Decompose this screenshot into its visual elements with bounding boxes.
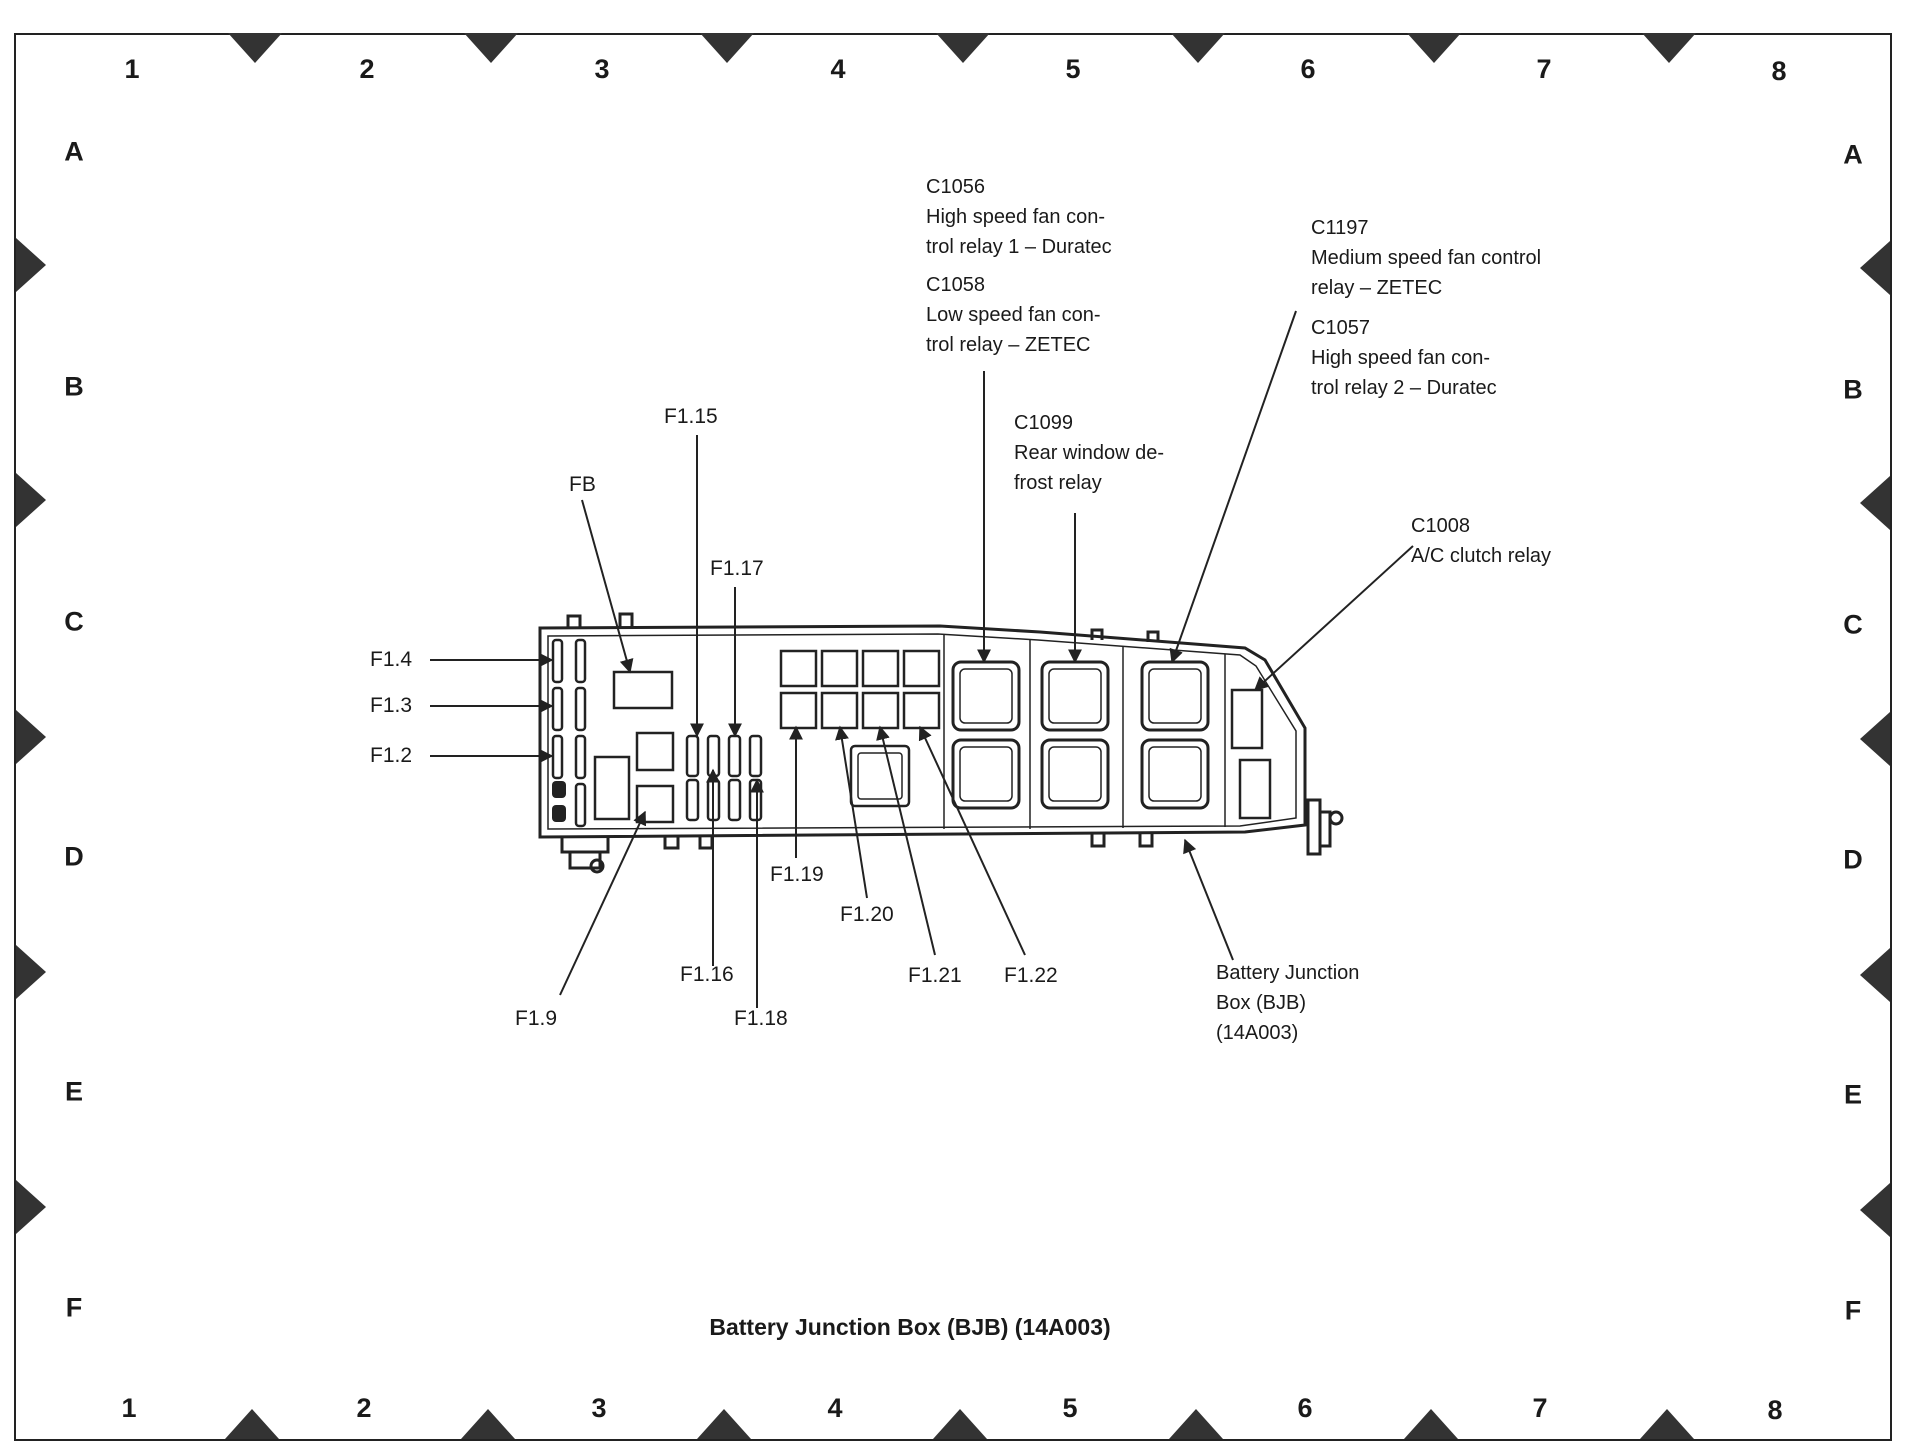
- grid-col-top-6: 6: [1300, 54, 1316, 84]
- callout-bjb: Battery Junction Box (BJB) (14A003): [1216, 958, 1359, 1048]
- grid-col-top-3: 3: [594, 54, 610, 84]
- label-f1-19: F1.19: [770, 863, 824, 886]
- grid-col-bottom-3: 3: [591, 1393, 607, 1423]
- large-relays: [951, 660, 1272, 820]
- grid-row-right-a: A: [1843, 139, 1863, 170]
- callout-c1058-id: C1058: [926, 274, 985, 296]
- grid-row-right-e: E: [1843, 1079, 1862, 1110]
- label-f1-20: F1.20: [840, 903, 894, 926]
- callout-c1056-id: C1056: [926, 176, 985, 198]
- callout-c1099-id: C1099: [1014, 412, 1073, 434]
- callout-bjb-line3: (14A003): [1216, 1022, 1299, 1044]
- grid-row-left-b: B: [64, 371, 84, 402]
- callout-c1008: C1008 A/C clutch relay: [1411, 511, 1551, 571]
- callout-c1057-line2: trol relay 2 – Duratec: [1311, 377, 1497, 399]
- grid-col-bottom-6: 6: [1297, 1393, 1313, 1423]
- grid-row-right-b: B: [1843, 374, 1863, 405]
- callout-c1056: C1056 High speed fan con- trol relay 1 –…: [926, 172, 1112, 262]
- label-f1-4: F1.4: [370, 648, 413, 671]
- label-f1-22: F1.22: [1004, 964, 1058, 987]
- callout-c1197-line1: Medium speed fan control: [1311, 247, 1542, 269]
- grid-row-left-c: C: [64, 606, 84, 637]
- callout-c1057-id: C1057: [1311, 317, 1370, 339]
- left-fuse-columns: [551, 638, 587, 828]
- grid-row-left-e: E: [64, 1076, 83, 1107]
- label-f1-18: F1.18: [734, 1007, 788, 1030]
- callout-c1099-line1: Rear window de-: [1014, 442, 1165, 464]
- grid-row-right-c: C: [1843, 609, 1863, 640]
- callout-c1058-line1: Low speed fan con-: [926, 304, 1101, 326]
- label-f1-15: F1.15: [664, 405, 718, 428]
- callout-c1057-line1: High speed fan con-: [1311, 347, 1491, 369]
- callout-c1008-line1: A/C clutch relay: [1411, 545, 1552, 567]
- fb-and-small-relays: [593, 670, 675, 824]
- callout-c1057: C1057 High speed fan con- trol relay 2 –…: [1311, 313, 1497, 403]
- label-f1-9: F1.9: [515, 1007, 558, 1030]
- battery-junction-box: [538, 612, 1344, 874]
- grid-row-left-d: D: [64, 841, 84, 872]
- mini-fuse-strip: [685, 734, 763, 822]
- callout-c1197-id: C1197: [1311, 217, 1369, 239]
- callout-c1197: C1197 Medium speed fan control relay – Z…: [1311, 213, 1541, 303]
- grid-col-top-4: 4: [830, 54, 846, 84]
- label-fb: FB: [569, 473, 596, 496]
- grid-col-top-7: 7: [1536, 54, 1552, 84]
- grid-col-top-8: 8: [1771, 56, 1787, 86]
- callout-bjb-line2: Box (BJB): [1216, 992, 1307, 1014]
- diagram-caption: Battery Junction Box (BJB) (14A003): [709, 1314, 1111, 1340]
- grid-col-top-1: 1: [124, 54, 140, 84]
- callout-c1056-line1: High speed fan con-: [926, 206, 1106, 228]
- callout-c1197-line2: relay – ZETEC: [1311, 277, 1443, 299]
- label-f1-2: F1.2: [370, 744, 413, 767]
- grid-row-left-a: A: [64, 136, 84, 167]
- label-f1-17: F1.17: [710, 557, 764, 580]
- grid-row-right-f: F: [1844, 1295, 1862, 1326]
- callout-c1058: C1058 Low speed fan con- trol relay – ZE…: [926, 270, 1101, 360]
- grid-row-right-d: D: [1843, 844, 1863, 875]
- mini-relay-grid: [779, 649, 941, 808]
- grid-col-bottom-5: 5: [1062, 1393, 1078, 1423]
- label-f1-3: F1.3: [370, 694, 413, 717]
- label-f1-16: F1.16: [680, 963, 734, 986]
- grid-col-bottom-8: 8: [1767, 1395, 1783, 1425]
- grid-col-bottom-4: 4: [827, 1393, 843, 1423]
- grid-col-bottom-7: 7: [1532, 1393, 1548, 1423]
- leader-lines: [430, 310, 1414, 1008]
- label-f1-21: F1.21: [908, 964, 962, 987]
- left-fuse-blocks: [552, 781, 566, 822]
- grid-row-left-f: F: [65, 1292, 83, 1323]
- callout-c1099: C1099 Rear window de- frost relay: [1014, 408, 1164, 498]
- callout-c1099-line2: frost relay: [1014, 472, 1102, 494]
- grid-col-bottom-1: 1: [121, 1393, 137, 1423]
- callout-c1008-id: C1008: [1411, 515, 1470, 537]
- grid-col-bottom-2: 2: [356, 1393, 372, 1423]
- grid-col-top-2: 2: [359, 54, 375, 84]
- callout-c1058-line2: trol relay – ZETEC: [926, 334, 1091, 356]
- grid-col-top-5: 5: [1065, 54, 1081, 84]
- callout-bjb-line1: Battery Junction: [1216, 962, 1360, 984]
- border-tick-marks: [16, 33, 1890, 1439]
- callout-c1056-line2: trol relay 1 – Duratec: [926, 236, 1112, 258]
